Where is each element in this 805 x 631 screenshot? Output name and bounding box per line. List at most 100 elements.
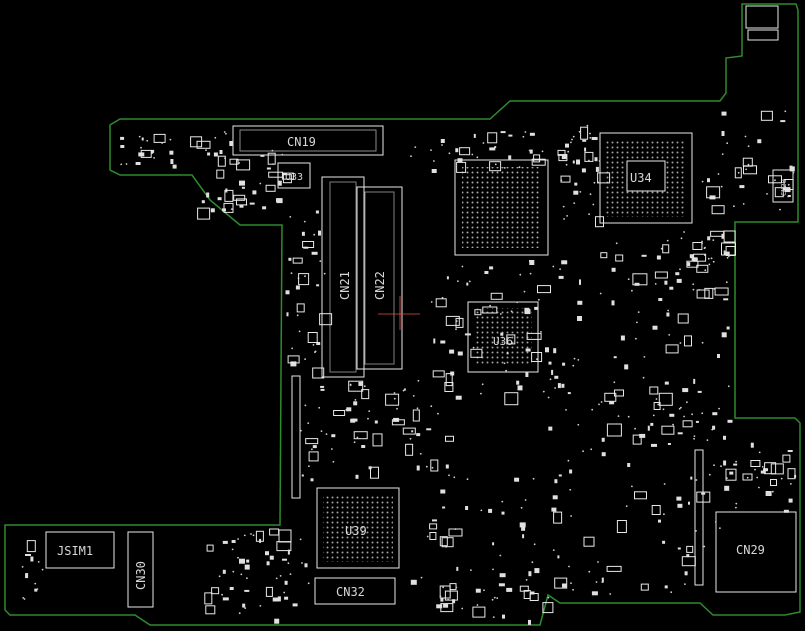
smd-pad	[526, 332, 542, 340]
smd-pad	[437, 412, 439, 415]
smd-pad	[562, 362, 566, 366]
smd-pad	[529, 260, 535, 265]
smd-pad	[725, 468, 737, 481]
smd-pad	[457, 280, 459, 282]
smd-pad	[706, 186, 721, 199]
connector-cn29: CN29	[715, 511, 797, 593]
smd-pad	[651, 505, 661, 515]
smd-pad	[206, 192, 210, 198]
smd-pad	[269, 555, 274, 560]
smd-pad	[703, 545, 706, 548]
smd-pad	[734, 167, 742, 179]
smd-pad	[284, 580, 288, 585]
smd-pad	[744, 135, 747, 138]
smd-pad	[723, 298, 729, 301]
smd-pad	[613, 381, 616, 384]
smd-pad	[707, 257, 710, 260]
smd-pad	[534, 306, 539, 310]
smd-pad	[269, 528, 280, 536]
smd-pad	[346, 407, 352, 412]
smd-pad	[205, 605, 216, 615]
smd-pad	[661, 425, 675, 435]
smd-pad	[563, 218, 565, 220]
smd-pad	[606, 565, 622, 572]
connector-cn22: CN22	[356, 186, 403, 370]
smd-pad	[367, 417, 369, 420]
smd-pad	[323, 272, 326, 275]
smd-pad	[560, 175, 571, 183]
smd-pad	[482, 306, 498, 314]
smd-pad	[302, 241, 315, 248]
smd-pad	[586, 124, 589, 127]
smd-pad	[606, 423, 622, 437]
smd-pad	[634, 427, 636, 430]
smd-pad	[492, 568, 494, 571]
smd-pad	[718, 407, 720, 410]
smd-pad	[320, 385, 325, 388]
smd-pad	[593, 181, 596, 184]
smd-pad	[301, 231, 305, 236]
smd-pad	[660, 247, 663, 250]
smd-pad	[750, 460, 761, 467]
smd-pad	[611, 267, 616, 272]
smd-pad	[737, 171, 740, 174]
smd-pad	[307, 332, 318, 343]
smd-pad	[138, 135, 141, 138]
smd-pad	[658, 298, 663, 301]
bga-chip-top	[454, 159, 549, 256]
smd-pad	[455, 586, 458, 589]
smd-pad	[654, 271, 668, 279]
smd-pad	[229, 141, 234, 146]
smd-pad	[453, 476, 456, 479]
smd-pad	[492, 542, 495, 546]
smd-pad	[615, 242, 618, 245]
smd-pad	[239, 558, 245, 564]
smd-pad	[313, 233, 316, 236]
smd-pad	[429, 532, 437, 540]
smd-pad	[141, 137, 144, 141]
smd-pad	[600, 252, 608, 259]
smd-pad	[676, 278, 682, 283]
smd-pad	[636, 321, 638, 324]
smd-pad	[625, 505, 628, 507]
smd-pad	[325, 433, 328, 435]
smd-pad	[552, 495, 558, 500]
smd-pad	[790, 483, 792, 485]
smd-pad	[135, 162, 141, 165]
smd-pad	[707, 178, 710, 183]
connector-cn32: CN32	[314, 577, 396, 605]
smd-pad	[540, 331, 542, 333]
smd-pad	[788, 498, 793, 503]
smd-pad	[701, 341, 704, 344]
smd-pad	[25, 573, 29, 579]
smd-pad	[455, 328, 457, 331]
smd-pad	[503, 362, 506, 365]
smd-pad	[277, 180, 282, 186]
smd-pad	[701, 492, 706, 495]
smd-pad	[763, 468, 768, 472]
smd-pad	[439, 536, 448, 547]
smd-pad	[331, 434, 336, 438]
smd-pad	[219, 150, 223, 154]
smd-pad	[533, 154, 541, 163]
smd-pad	[524, 499, 527, 501]
smd-pad	[569, 469, 573, 474]
smd-pad	[735, 460, 737, 463]
smd-pad	[591, 591, 598, 596]
smd-pad	[354, 399, 357, 401]
smd-pad	[252, 190, 257, 195]
smd-pad	[501, 511, 505, 515]
smd-pad	[151, 149, 155, 153]
smd-pad	[439, 595, 442, 597]
smd-pad	[548, 426, 553, 431]
smd-pad	[792, 171, 795, 174]
smd-pad	[465, 506, 469, 510]
smd-pad	[207, 152, 211, 156]
smd-pad	[761, 466, 764, 468]
smd-pad	[598, 403, 600, 406]
smd-pad	[296, 303, 305, 313]
smd-pad	[551, 369, 554, 375]
smd-pad	[733, 205, 735, 208]
cn32-label: CN32	[336, 585, 365, 599]
smd-pad	[445, 464, 449, 469]
